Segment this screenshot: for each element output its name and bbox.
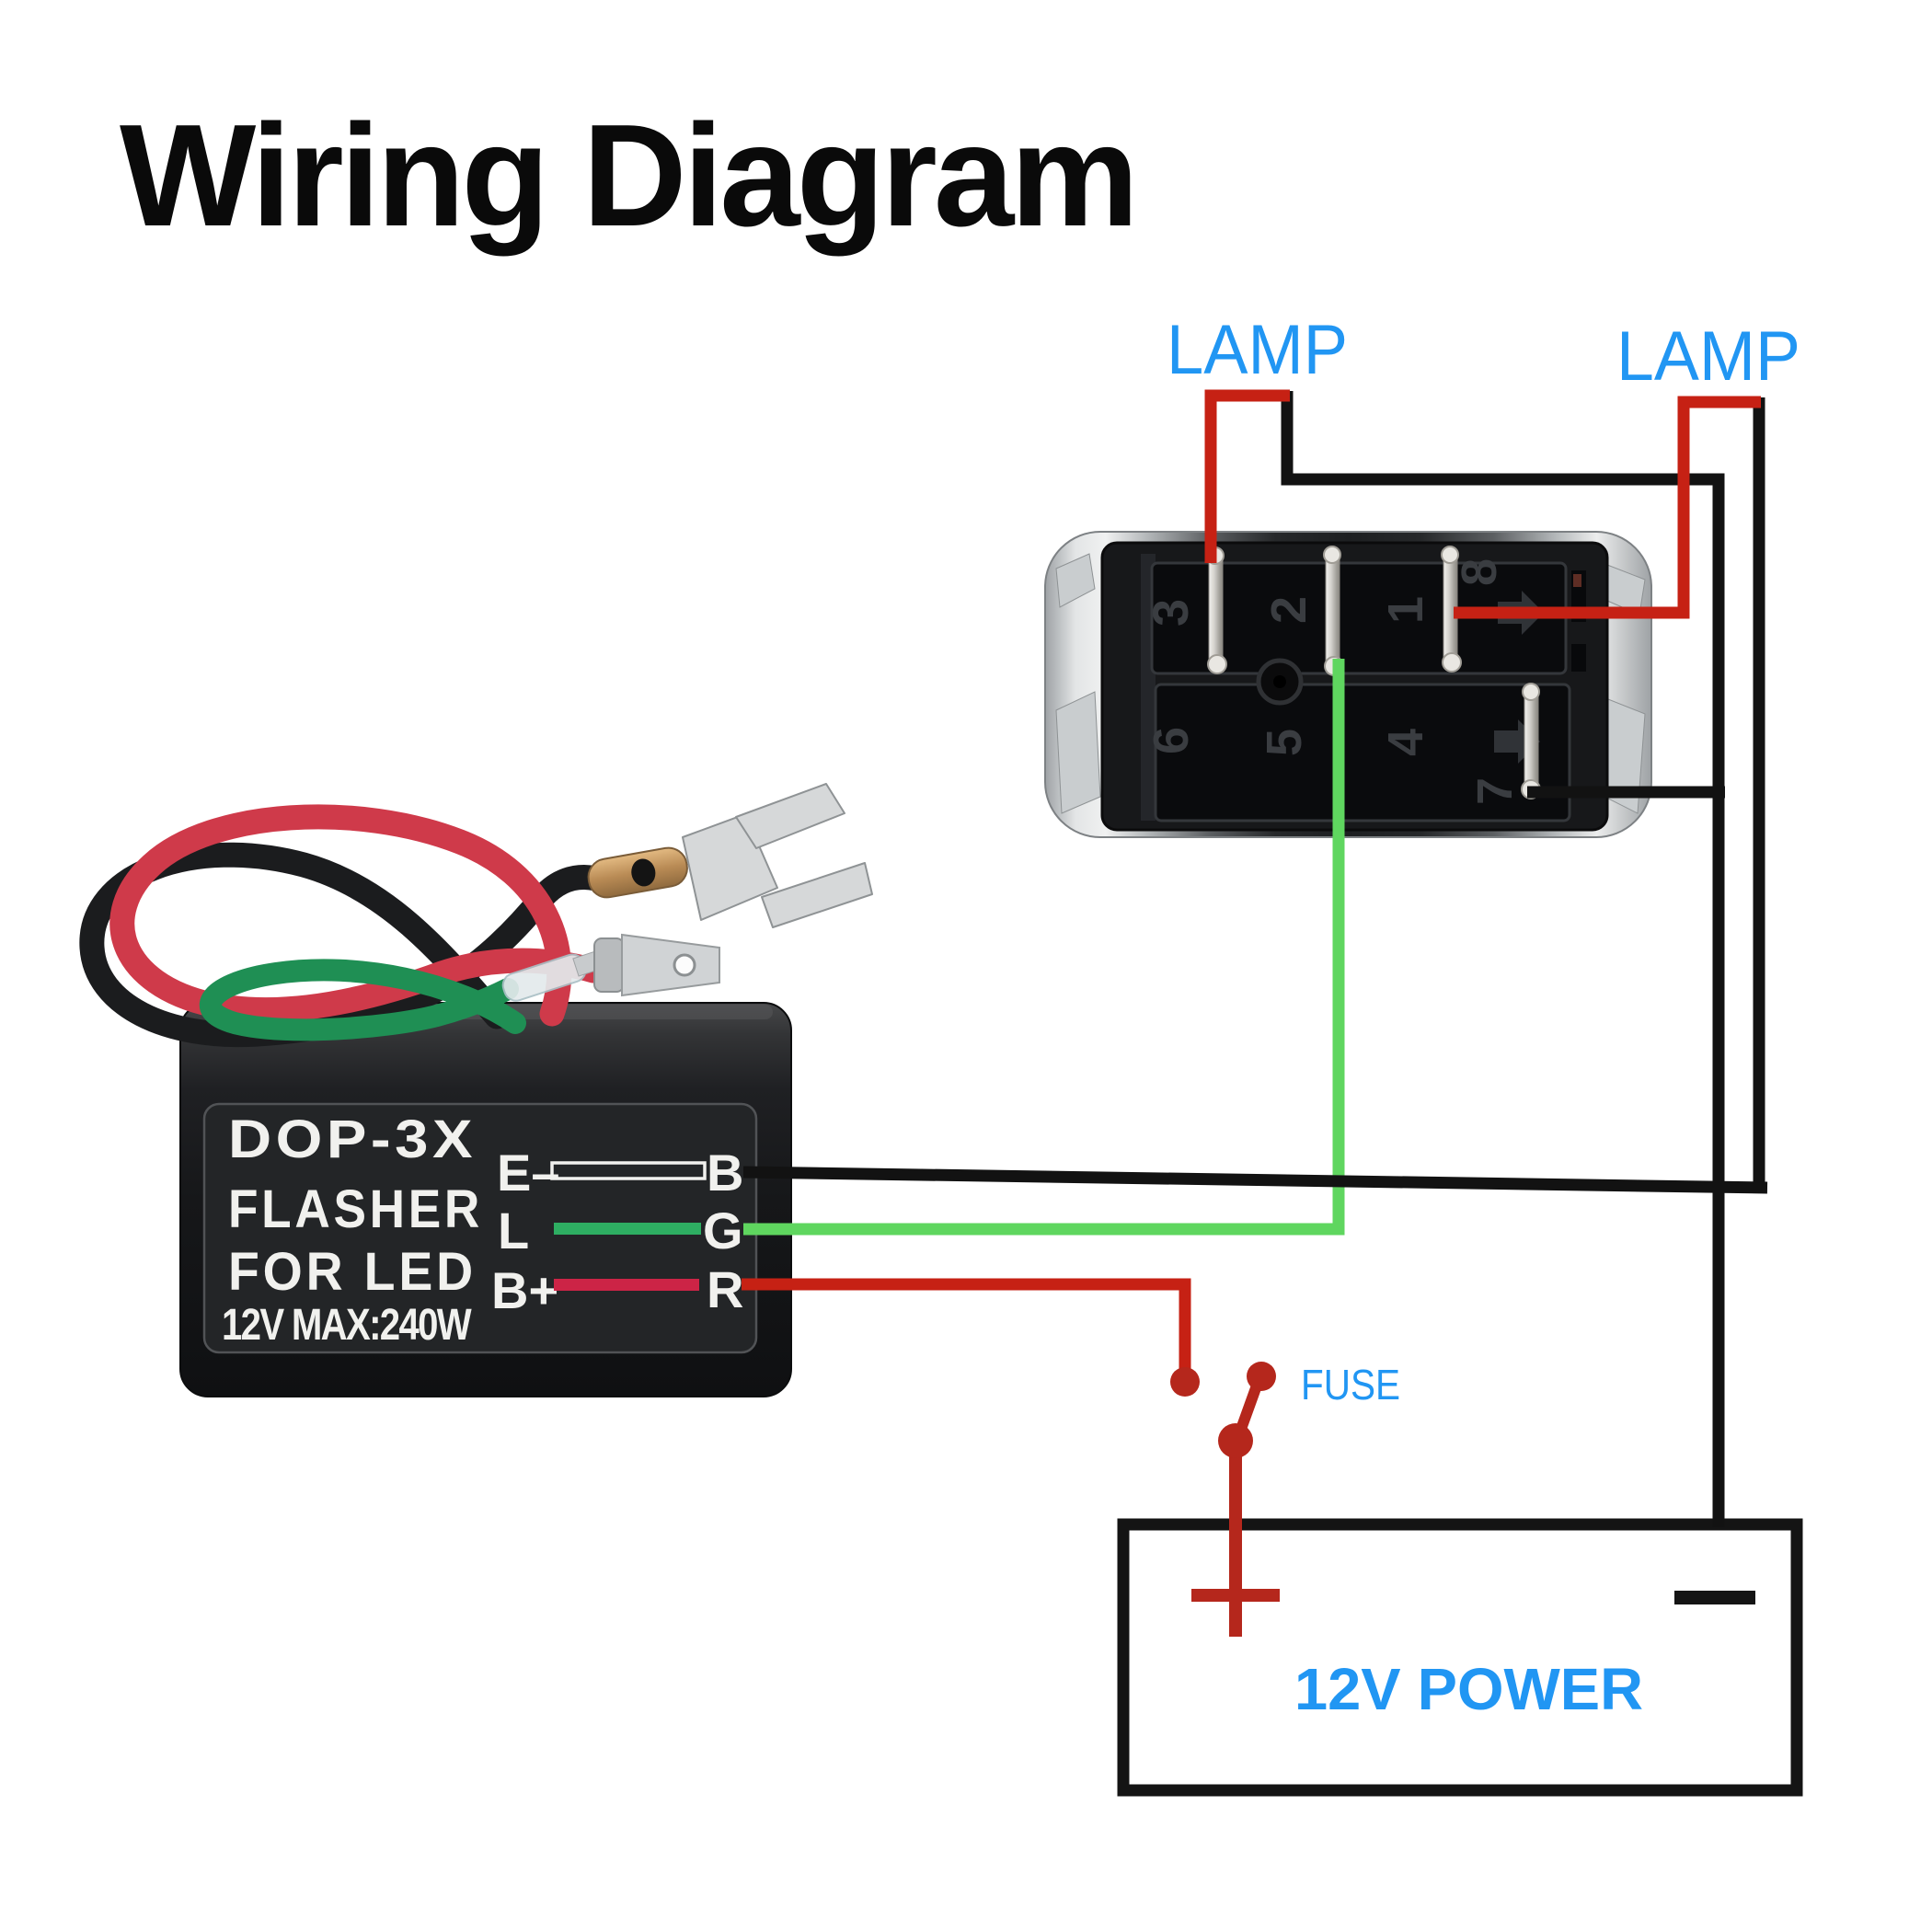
fork-terminal-icon [587, 783, 873, 928]
pin-number-7: 7 [1467, 777, 1523, 805]
pin-number-1: 1 [1378, 596, 1433, 624]
flasher-label-plate: DOP-3X FLASHER FOR LED 12V MAX:240W E– B… [202, 1102, 758, 1354]
fuse-blade [1235, 1380, 1262, 1437]
switch-pin-1 [1441, 546, 1462, 673]
page-title: Wiring Diagram [120, 95, 1135, 257]
switch-pin-7 [1521, 683, 1541, 799]
terminal-bar-b [550, 1161, 707, 1180]
wire-lamp-right-red [1454, 396, 1761, 619]
fuse-dot-wire-end [1170, 1367, 1200, 1397]
terminal-bar-r [554, 1279, 699, 1291]
switch-bottom-panel [1154, 683, 1571, 822]
fuse-dot-pivot [1218, 1423, 1253, 1458]
pin-number-2: 2 [1261, 596, 1317, 624]
terminal-bar-g [554, 1223, 701, 1235]
wire-flasher-r-red [742, 1278, 1191, 1373]
flasher-module: DOP-3X FLASHER FOR LED 12V MAX:240W E– B… [79, 783, 873, 1397]
wire-flasher-b-black [742, 1166, 1768, 1194]
switch-clip-icon [1055, 691, 1101, 814]
flasher-name: FLASHER [228, 1179, 483, 1239]
fuse-dot-blade-tip [1247, 1362, 1276, 1391]
pin-number-4: 4 [1378, 729, 1433, 756]
switch-clip-icon [1055, 553, 1096, 608]
module-black-wire [79, 842, 609, 1048]
wire-flasher-g-green [743, 659, 1345, 1236]
module-green-wire [199, 959, 526, 1041]
battery-minus-icon [1674, 1591, 1755, 1604]
wire-lamp-left-black [1281, 391, 1725, 1527]
terminal-l-label: L [498, 1202, 529, 1259]
terminal-r-label: R [707, 1260, 743, 1318]
flasher-model: DOP-3X [228, 1110, 477, 1169]
fuse-label: FUSE [1301, 1361, 1400, 1409]
battery-label: 12V POWER [1294, 1656, 1643, 1722]
pin-number-5: 5 [1257, 729, 1312, 756]
flasher-type: FOR LED [228, 1242, 477, 1302]
pin-number-6: 6 [1144, 727, 1199, 754]
terminal-bplus-label: B+ [491, 1261, 558, 1319]
spade-terminal-icon [593, 933, 720, 997]
battery-box: 12V POWER [1117, 1518, 1803, 1797]
flasher-rating: 12V MAX:240W [222, 1301, 472, 1350]
pin-number-3: 3 [1144, 599, 1199, 627]
wire-lamp-left-red [1204, 389, 1290, 563]
lamp-right-label: LAMP [1616, 317, 1800, 396]
lamp-left-label: LAMP [1167, 311, 1348, 389]
terminal-e-label: E– [497, 1144, 560, 1202]
pin-number-8: 8 [1452, 558, 1507, 586]
terminal-g-label: G [703, 1202, 743, 1259]
fuse-symbol [1170, 1362, 1280, 1637]
module-red-wire [109, 804, 606, 1027]
terminal-b-label: B [707, 1144, 743, 1202]
